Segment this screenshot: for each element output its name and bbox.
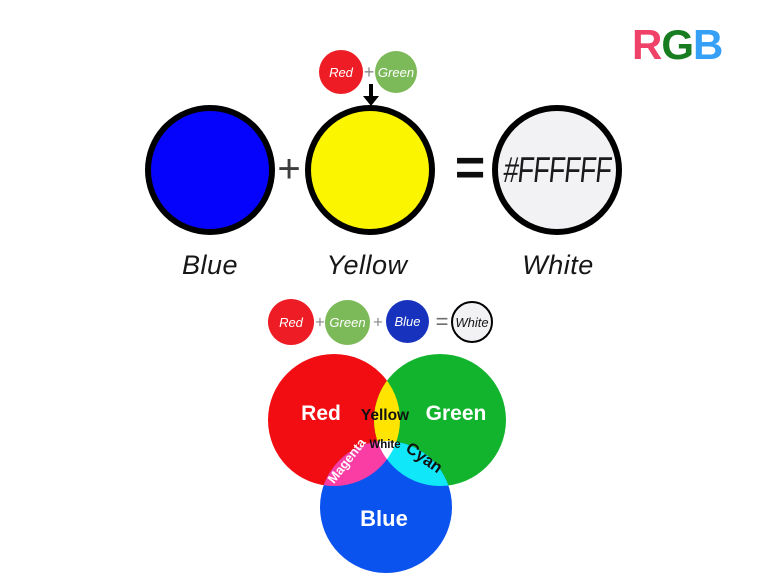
mini-green-label: Green bbox=[329, 315, 366, 330]
white-circle-caption: White bbox=[522, 250, 594, 280]
blue-circle bbox=[145, 105, 275, 235]
plus-operator: + bbox=[315, 312, 325, 332]
mini-red-label: Red bbox=[279, 314, 303, 330]
plus-operator: + bbox=[363, 62, 375, 82]
venn-yellow-label: Yellow bbox=[361, 407, 410, 424]
mini-red-label: Red bbox=[329, 64, 353, 80]
venn-blue-label: Blue bbox=[360, 506, 408, 531]
mini-white-label: White bbox=[455, 314, 489, 330]
rgb-logo: RGB bbox=[632, 21, 723, 68]
yellow-circle-caption: Yellow bbox=[326, 250, 408, 280]
mini-blue-circle: Blue bbox=[386, 300, 429, 343]
mini-red-circle: Red bbox=[268, 299, 314, 345]
equals-operator: = bbox=[454, 139, 486, 197]
mini-green-label: Green bbox=[377, 64, 415, 80]
venn-white-label: White bbox=[369, 439, 400, 451]
plus-operator: + bbox=[277, 147, 301, 191]
rgb-venn-diagram: Red Green Blue Yellow White Magenta Cyan bbox=[268, 354, 506, 573]
venn-magenta-overlap bbox=[320, 441, 400, 486]
venn-green-label: Green bbox=[426, 402, 487, 425]
equals-operator: = bbox=[435, 309, 449, 334]
logo-letter-g: G bbox=[661, 21, 694, 68]
blue-circle-caption: Blue bbox=[181, 250, 239, 280]
mini-green-circle: Green bbox=[325, 300, 370, 345]
yellow-circle bbox=[305, 105, 435, 235]
venn-red-label: Red bbox=[301, 402, 341, 425]
mini-green-circle: Green bbox=[375, 51, 417, 93]
mini-white-circle: White bbox=[451, 301, 493, 343]
mini-red-circle: Red bbox=[319, 50, 363, 94]
white-circle: #FFFFFF bbox=[492, 105, 622, 235]
venn-cyan-overlap bbox=[374, 441, 452, 486]
down-arrow-icon bbox=[369, 84, 373, 97]
mini-blue-label: Blue bbox=[394, 314, 421, 329]
down-arrow-head-icon bbox=[363, 96, 379, 106]
plus-operator: + bbox=[373, 312, 383, 332]
logo-letter-b: B bbox=[693, 21, 723, 68]
white-hex-value: #FFFFFF bbox=[501, 149, 613, 190]
logo-letter-r: R bbox=[632, 21, 662, 68]
